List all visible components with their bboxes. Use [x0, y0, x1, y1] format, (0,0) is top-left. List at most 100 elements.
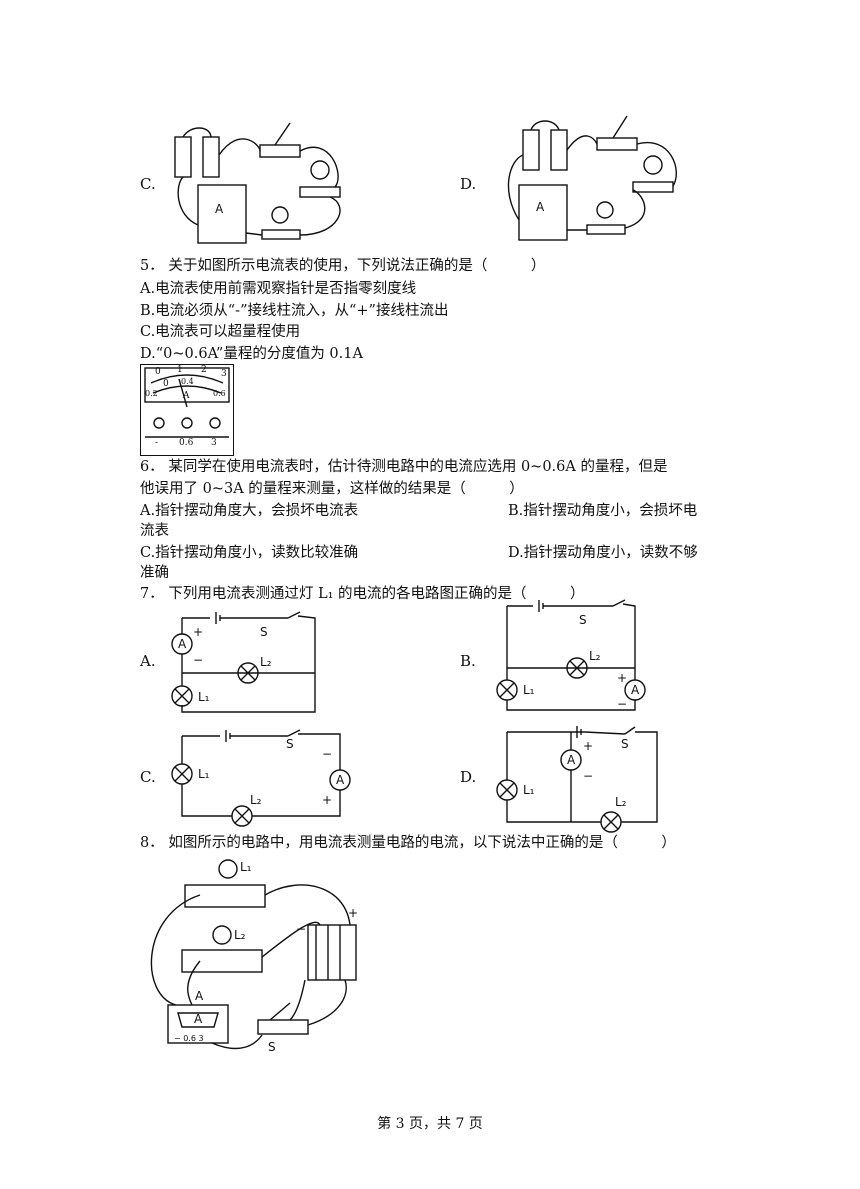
q5-option-b[interactable]: B.电流必须从“-”接线柱流入，从“+”接线柱流出	[140, 303, 449, 319]
switch-lever-icon	[612, 115, 628, 139]
svg-text:+: +	[583, 739, 593, 753]
svg-text:L₁: L₁	[198, 767, 210, 781]
lamp-l1-icon	[171, 763, 193, 785]
ammeter-icon	[518, 184, 568, 241]
svg-text:L₂: L₂	[260, 655, 272, 669]
ammeter-icon	[197, 184, 247, 244]
svg-text:A: A	[567, 753, 576, 767]
svg-text:+: +	[322, 793, 332, 807]
ammeter-icon	[171, 633, 193, 655]
ammeter-icon	[624, 679, 646, 701]
battery-cell-icon	[174, 136, 192, 178]
q7-option-a-label: A.	[140, 652, 156, 670]
svg-text:−: −	[296, 922, 306, 936]
svg-text:L₂: L₂	[250, 793, 262, 807]
svg-text:+: +	[617, 671, 627, 685]
svg-text:A: A	[195, 989, 204, 1003]
svg-text:S: S	[260, 625, 268, 639]
svg-text:A: A	[178, 637, 187, 651]
svg-text:+: +	[348, 906, 358, 920]
meter-unit: A	[183, 391, 190, 401]
lamp-l1-icon	[218, 859, 238, 879]
battery-icon	[307, 924, 357, 981]
switch-icon	[257, 1019, 309, 1035]
svg-text:A: A	[194, 1012, 203, 1026]
lamp-l1-base-icon	[184, 884, 266, 908]
meter-bottom-tick: 0.2	[145, 389, 158, 398]
q5-ammeter-figure: 0 1 2 3 0 0.2 0.4 0.6 A - 0.6 3	[140, 364, 234, 456]
svg-text:−: −	[617, 697, 627, 711]
bulb-icon	[596, 201, 614, 219]
lamp-l2-base-icon	[181, 949, 263, 973]
q8-stem: 8． 如图所示的电路中，用电流表测量电路的电流，以下说法中正确的是（ ）	[140, 835, 676, 851]
ammeter-icon	[329, 769, 351, 791]
lamp-l2-icon	[231, 805, 253, 827]
q7-stem: 7． 下列用电流表测通过灯 L₁ 的电流的各电路图正确的是（ ）	[140, 586, 585, 602]
lamp-l1-icon	[496, 679, 518, 701]
svg-text:S: S	[286, 737, 294, 751]
terminal-label: 3	[211, 438, 217, 448]
lamp-l2-icon	[566, 657, 588, 679]
q6-stem-line2: 他误用了 0~3A 的量程来测量，这样做的结果是（ ）	[140, 481, 524, 497]
lamp-l2-icon	[600, 811, 622, 833]
bulb-icon	[643, 155, 663, 175]
svg-text:A: A	[336, 773, 345, 787]
terminal-label: -	[155, 438, 159, 448]
q7-option-d-diagram: A + − S L₁ L₂	[496, 726, 658, 833]
q6-option-d-cont: 准确	[140, 565, 169, 581]
q6-option-a[interactable]: A.指针摆动角度大，会损坏电流表	[140, 503, 359, 519]
switch-base-icon	[259, 144, 301, 158]
q8-circuit-diagram: L₁ L₂ A A + − S − 0.6 3	[150, 859, 358, 1054]
lamp-l1-icon	[496, 779, 518, 801]
svg-text:L₂: L₂	[589, 649, 601, 663]
bulb-icon	[271, 206, 289, 224]
svg-text:S: S	[268, 1040, 276, 1054]
q5-option-a[interactable]: A.电流表使用前需观察指针是否指零刻度线	[140, 281, 417, 297]
battery-cell-icon	[522, 129, 540, 171]
ammeter-icon	[167, 1004, 229, 1044]
svg-text:+: +	[193, 625, 203, 639]
terminal-label: 0.6	[179, 438, 194, 448]
meter-top-tick: 2	[201, 365, 207, 375]
battery-cell-icon	[550, 129, 568, 171]
q6-option-b[interactable]: B.指针摆动角度小，会损坏电	[508, 503, 698, 519]
svg-text:L₂: L₂	[234, 928, 246, 942]
lamp-l1-icon	[171, 685, 193, 707]
svg-text:−: −	[322, 747, 332, 761]
q7-option-c-diagram: A − + S L₁ L₂	[171, 729, 351, 827]
needle-icon	[178, 378, 188, 408]
svg-text:L₁: L₁	[523, 783, 535, 797]
lamp-l1-label: L₁	[240, 860, 252, 874]
meter-bottom-tick: 0.4	[181, 377, 194, 386]
page-footer: 第 3 页，共 7 页	[377, 1116, 483, 1132]
switch-lever-icon	[274, 122, 291, 146]
terminal-icon	[181, 417, 193, 429]
meter-top-tick: 3	[221, 369, 227, 379]
q6-option-c[interactable]: C.指针摆动角度小，读数比较准确	[140, 545, 359, 561]
svg-text:S: S	[621, 737, 629, 751]
svg-text:−: −	[583, 769, 593, 783]
q5-option-c[interactable]: C.电流表可以超量程使用	[140, 324, 301, 340]
svg-text:L₂: L₂	[615, 795, 627, 809]
lamp-l2-icon	[212, 925, 232, 945]
q6-option-b-cont: 流表	[140, 523, 169, 539]
svg-text:− 0.6 3: − 0.6 3	[174, 1034, 204, 1043]
q4-option-c-diagram: A	[174, 122, 341, 244]
terminal-icon	[209, 417, 221, 429]
q6-option-d[interactable]: D.指针摆动角度小，读数不够	[508, 545, 698, 561]
q4-option-d-label: D.	[460, 175, 477, 193]
q4-option-c-label: C.	[140, 175, 156, 193]
meter-top-zero: 0	[155, 367, 161, 377]
svg-text:S: S	[579, 613, 587, 627]
meter-bottom-zero: 0	[163, 379, 169, 389]
q6-stem-line1: 6． 某同学在使用电流表时，估计待测电路中的电流应选用 0~0.6A 的量程，但…	[140, 459, 668, 475]
svg-text:A: A	[631, 683, 640, 697]
terminal-icon	[153, 417, 165, 429]
q7-option-d-label: D.	[460, 768, 477, 786]
q7-option-b-label: B.	[460, 652, 476, 670]
ammeter-icon	[560, 749, 582, 771]
q5-option-d[interactable]: D.“0~0.6A”量程的分度值为 0.1A	[140, 346, 363, 362]
meter-top-tick: 1	[177, 365, 183, 375]
svg-text:A: A	[215, 202, 224, 216]
q7-option-b-diagram: A + − S L₂ L₁	[496, 599, 646, 711]
